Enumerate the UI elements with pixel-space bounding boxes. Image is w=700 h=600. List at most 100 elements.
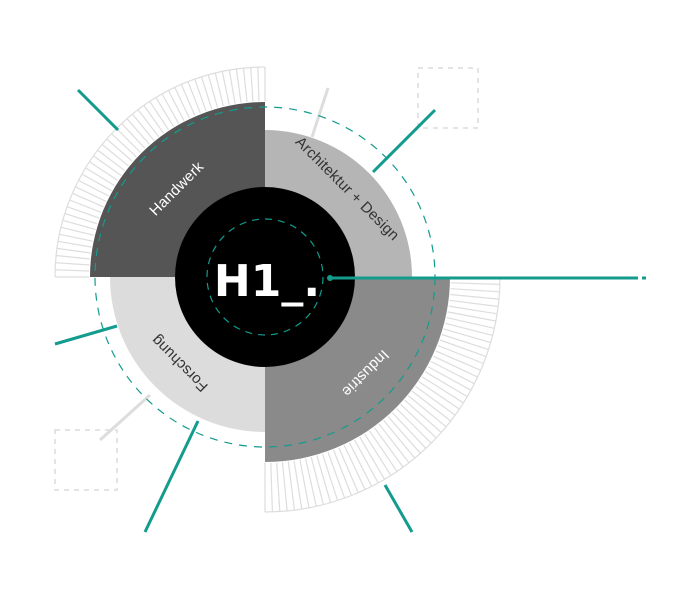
comb-tick: [89, 161, 119, 182]
comb-tick: [332, 449, 353, 496]
comb-tick: [55, 269, 90, 272]
comb-tick: [62, 219, 96, 231]
comb-tick: [276, 462, 281, 512]
comb-tick: [441, 333, 489, 351]
comb-tick: [270, 462, 273, 512]
comb-tick: [97, 149, 126, 172]
comb-tick: [56, 247, 91, 254]
comb-tick: [407, 395, 447, 428]
comb-tick: [369, 430, 398, 472]
comb-tick: [59, 233, 93, 242]
comb-tick: [446, 317, 495, 329]
comb-tick: [167, 90, 185, 121]
comb-tick: [93, 155, 122, 176]
comb-tick: [400, 403, 437, 439]
logo: H1_.: [214, 256, 320, 307]
comb-tick: [143, 105, 164, 134]
faint-line-bottom-left: [98, 393, 152, 442]
comb-tick: [418, 381, 460, 410]
comb-tick: [207, 74, 219, 108]
spoke-left: [54, 324, 118, 346]
comb-tick: [310, 457, 324, 505]
comb-tick: [180, 84, 196, 116]
comb-tick: [449, 299, 499, 308]
spoke-top-left: [76, 88, 120, 132]
dashed-square-top-right: [417, 67, 479, 129]
comb-tick: [55, 262, 90, 266]
comb-tick: [200, 76, 213, 110]
comb-tick: [433, 355, 478, 378]
comb-tick: [287, 461, 296, 511]
comb-tick: [439, 339, 487, 358]
comb-tick: [435, 350, 481, 371]
comb-tick: [242, 68, 248, 102]
comb-tick: [106, 138, 133, 162]
comb-tick: [445, 322, 493, 336]
comb-tick: [343, 445, 366, 490]
comb-tick: [364, 433, 392, 476]
comb-tick: [396, 408, 432, 444]
comb-tick: [373, 427, 404, 468]
comb-tick: [391, 412, 427, 449]
comb-tick: [447, 311, 496, 322]
comb-tick: [228, 69, 236, 104]
comb-tick: [66, 206, 100, 219]
comb-tick: [56, 254, 90, 260]
dashed-square-bottom-left: [54, 429, 118, 491]
comb-tick: [443, 328, 491, 344]
comb-tick: [305, 458, 317, 507]
comb-tick: [411, 390, 452, 422]
comb-tick: [137, 109, 160, 138]
comb-tick: [348, 442, 373, 487]
comb-tick: [101, 144, 129, 167]
comb-tick: [194, 78, 207, 112]
comb-tick: [437, 344, 484, 365]
comb-tick: [257, 67, 260, 102]
comb-tick: [121, 123, 146, 149]
inner-dashed-ring: [206, 218, 324, 336]
comb-tick: [75, 186, 107, 202]
comb-tick: [448, 305, 498, 315]
comb-tick: [281, 462, 288, 512]
comb-tick: [85, 167, 115, 187]
comb-tick: [64, 212, 98, 225]
comb-tick: [430, 360, 475, 385]
comb-tick: [111, 133, 137, 158]
core-circle: [175, 187, 355, 367]
comb-tick: [450, 288, 500, 293]
comb-tick: [450, 282, 500, 285]
comb-tick: [316, 455, 332, 503]
comb-tick: [72, 192, 104, 208]
comb-tick: [187, 81, 201, 114]
comb-tick: [321, 453, 339, 501]
comb-tick: [174, 87, 190, 119]
comb-tick: [149, 101, 170, 131]
comb-tick: [69, 199, 102, 213]
comb-tick: [387, 416, 421, 454]
comb-tick: [404, 399, 442, 433]
comb-tick: [415, 385, 456, 416]
comb-tick: [421, 376, 464, 404]
comb-tick: [299, 459, 310, 508]
comb-tick: [250, 67, 254, 102]
comb-tick: [155, 97, 175, 127]
comb-tick: [293, 460, 303, 510]
comb-tick: [338, 447, 359, 493]
comb-tick: [359, 436, 386, 480]
comb-tick: [116, 128, 141, 153]
comb-tick: [378, 423, 410, 464]
spoke-top-right: [371, 108, 437, 174]
comb-tick: [235, 68, 242, 103]
comb-tick: [57, 240, 92, 248]
comb-tick: [327, 451, 346, 499]
spoke-bottom-left: [143, 420, 200, 533]
comb-tick: [450, 293, 500, 300]
comb-tick: [383, 419, 416, 459]
comb-tick: [427, 366, 472, 391]
comb-tick: [221, 71, 230, 105]
spoke-bottom-right: [383, 484, 414, 533]
comb-tick: [161, 93, 180, 124]
comb-tick: [81, 173, 112, 192]
